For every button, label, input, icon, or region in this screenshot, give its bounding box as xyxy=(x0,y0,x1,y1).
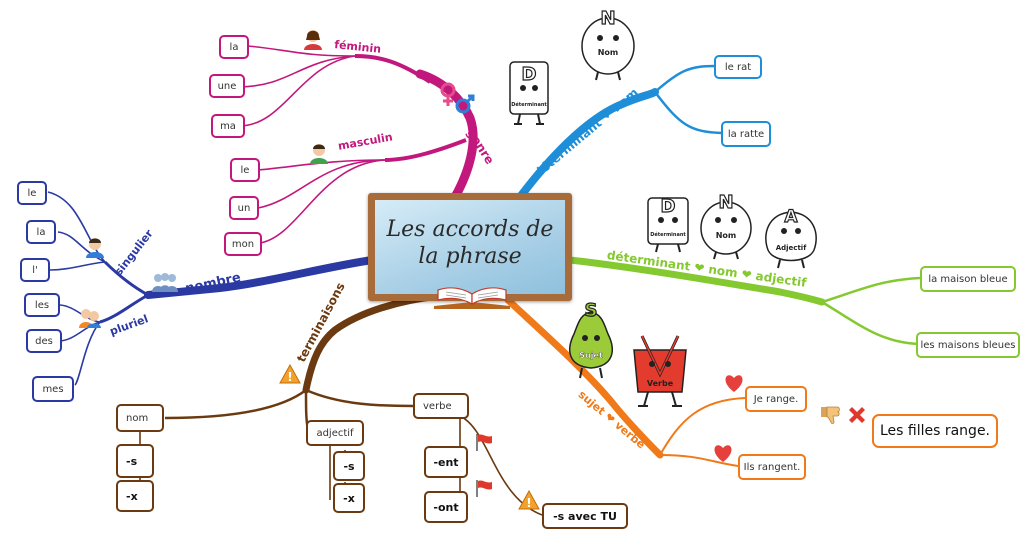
terminaisons-adjectif-item-x[interactable]: -x xyxy=(333,483,365,513)
terminaisons-nom-item-x[interactable]: -x xyxy=(116,480,154,512)
svg-text:Déterminant: Déterminant xyxy=(650,231,686,238)
female-user-icon xyxy=(304,30,322,50)
pluriel-item-mes[interactable]: mes xyxy=(32,376,74,402)
svg-text:N: N xyxy=(718,192,733,213)
terminaisons-verbe-item-ont[interactable]: -ont xyxy=(424,491,468,523)
svg-text:Déterminant: Déterminant xyxy=(511,101,547,108)
adjectif-item-la-maison-bleue[interactable]: la maison bleue xyxy=(920,266,1016,292)
terminaisons-verbe-note-s-avec-tu[interactable]: -s avec TU xyxy=(542,503,628,529)
pluriel-item-des[interactable]: des xyxy=(26,329,62,353)
masculin-item-mon[interactable]: mon xyxy=(224,232,262,256)
terminaisons-nom-item-s[interactable]: -s xyxy=(116,444,154,478)
determinant-nom-item-la-ratte[interactable]: la ratte xyxy=(721,121,771,147)
male-user-icon xyxy=(310,144,328,164)
thumbs-down-icon xyxy=(821,406,840,424)
determinant-character-icon: D Déterminant xyxy=(509,61,549,125)
sujet-character-icon: S Sujet xyxy=(569,300,613,379)
sujet-verbe-wrong-example[interactable]: Les filles range. xyxy=(872,414,998,448)
pluriel-item-les[interactable]: les xyxy=(24,293,60,317)
red-flag-icon xyxy=(476,434,492,451)
warning-icon: ! xyxy=(279,364,301,384)
masculin-item-un[interactable]: un xyxy=(229,196,259,220)
svg-text:!: ! xyxy=(526,496,531,510)
nom-character-icon: N Nom xyxy=(700,192,752,260)
red-cross-icon xyxy=(849,407,865,423)
central-topic-board[interactable]: Les accords de la phrase xyxy=(368,193,572,301)
svg-text:Adjectif: Adjectif xyxy=(776,244,807,252)
heart-icon xyxy=(714,445,732,462)
venus-mars-icon xyxy=(440,82,475,114)
sujet-verbe-item-je-range[interactable]: Je range. xyxy=(745,386,807,412)
svg-text:D: D xyxy=(661,196,676,217)
svg-text:Verbe: Verbe xyxy=(647,379,674,388)
feminin-item-la[interactable]: la xyxy=(219,35,249,59)
terminaisons-verbe-node[interactable]: verbe xyxy=(413,393,469,419)
sujet-verbe-item-ils-rangent[interactable]: Ils rangent. xyxy=(738,454,806,480)
central-topic-title: Les accords de la phrase xyxy=(386,217,554,269)
adjectif-character-icon: A Adjectif xyxy=(765,206,817,269)
determinant-nom-item-le-rat[interactable]: le rat xyxy=(714,55,762,79)
svg-text:N: N xyxy=(600,8,615,29)
adjectif-item-les-maisons-bleues[interactable]: les maisons bleues xyxy=(916,332,1020,358)
masculin-item-le[interactable]: le xyxy=(230,158,260,182)
singulier-item-l[interactable]: l' xyxy=(20,258,50,282)
verbe-character-icon: Verbe xyxy=(633,335,687,407)
svg-text:Nom: Nom xyxy=(598,48,619,57)
svg-text:Nom: Nom xyxy=(716,231,737,240)
terminaisons-adjectif-item-s[interactable]: -s xyxy=(333,451,365,481)
group-icon xyxy=(79,309,101,328)
warning-icon: ! xyxy=(518,490,540,510)
heart-icon xyxy=(725,375,743,392)
svg-text:D: D xyxy=(522,64,537,85)
feminin-item-ma[interactable]: ma xyxy=(211,114,245,138)
red-flag-icon xyxy=(476,480,492,497)
nom-character-icon: N Nom xyxy=(581,8,635,81)
determinant-character-icon: D Déterminant xyxy=(647,195,689,253)
singulier-item-le[interactable]: le xyxy=(17,181,47,205)
singulier-item-la[interactable]: la xyxy=(26,220,56,244)
terminaisons-nom-node[interactable]: nom xyxy=(116,404,164,432)
svg-text:A: A xyxy=(784,207,798,227)
terminaisons-adjectif-node[interactable]: adjectif xyxy=(306,420,364,446)
svg-text:!: ! xyxy=(287,370,292,384)
male-user-icon xyxy=(86,238,104,258)
svg-text:S: S xyxy=(585,300,598,321)
group-icon xyxy=(152,273,178,292)
feminin-item-une[interactable]: une xyxy=(209,74,245,98)
svg-text:Sujet: Sujet xyxy=(579,351,603,360)
terminaisons-verbe-item-ent[interactable]: -ent xyxy=(424,446,468,478)
book-icon xyxy=(434,287,510,309)
